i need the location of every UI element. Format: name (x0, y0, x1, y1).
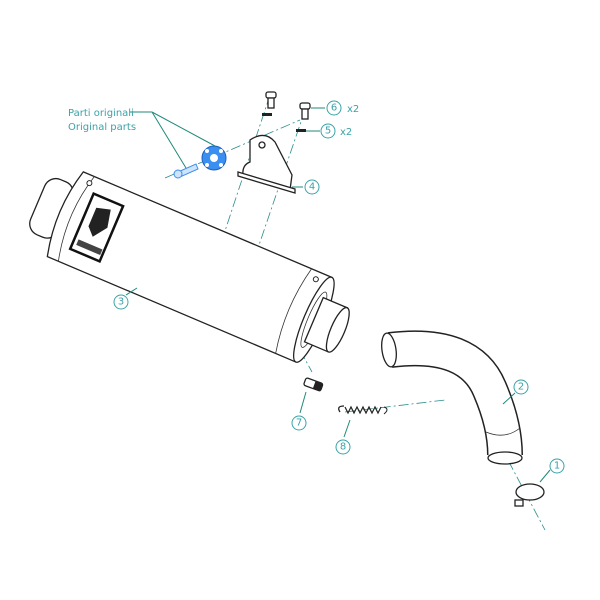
original-parts-label-it: Parti originali (68, 108, 134, 119)
callout-8: 8 (335, 439, 351, 455)
link-pipe (381, 330, 523, 465)
leader-8 (343, 419, 351, 438)
axis-clamp (499, 444, 546, 531)
leader-2 (502, 392, 516, 405)
muffler (29, 171, 350, 363)
callout-7: 7 (291, 415, 307, 431)
svg-text:3: 3 (118, 297, 124, 308)
original-parts-pin (173, 163, 199, 179)
svg-text:x2: x2 (340, 127, 352, 138)
callout-5: 5 x2 (320, 123, 352, 139)
svg-text:1: 1 (554, 461, 560, 472)
clamp (514, 483, 545, 507)
original-parts-rubber-grommet (201, 145, 227, 171)
svg-text:4: 4 (309, 182, 315, 193)
callout-2: 2 (513, 379, 529, 395)
svg-text:7: 7 (296, 418, 302, 429)
spring (338, 405, 388, 415)
callout-3: 3 (113, 294, 129, 310)
spacer (303, 377, 324, 392)
svg-text:2: 2 (518, 382, 524, 393)
callout-1: 1 (549, 458, 565, 474)
leader-7 (299, 391, 307, 414)
callout-6: 6 x2 (326, 100, 359, 116)
bolt-left (262, 91, 277, 116)
svg-text:5: 5 (325, 126, 331, 137)
mounting-bracket (237, 134, 296, 194)
leader-original-parts (130, 111, 216, 169)
svg-text:8: 8 (340, 442, 346, 453)
svg-text:x2: x2 (347, 104, 359, 115)
axis-spring (344, 399, 446, 413)
svg-text:6: 6 (331, 103, 337, 114)
leader-1 (539, 469, 551, 483)
leader-3 (125, 287, 138, 296)
original-parts-label-en: Original parts (68, 122, 136, 133)
brand-logo-badge (68, 191, 125, 263)
bolt-right (296, 102, 311, 132)
callout-4: 4 (304, 179, 320, 195)
